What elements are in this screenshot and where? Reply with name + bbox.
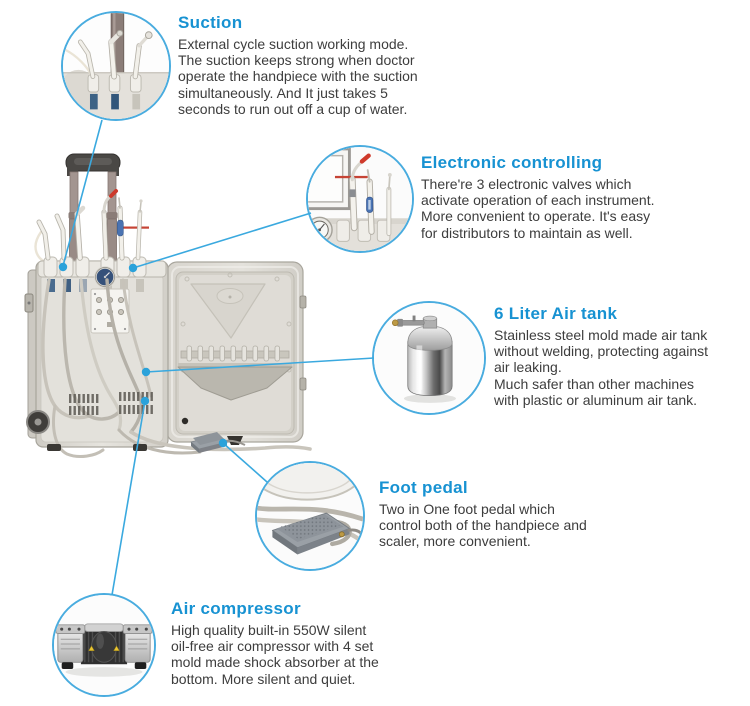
cylinder-heads — [55, 624, 153, 663]
air-tank-illustration — [374, 303, 484, 413]
air-compressor-callout: Air compressor High quality built-in 550… — [171, 599, 456, 687]
electronic-controlling-callout: Electronic controlling There're 3 electr… — [421, 153, 721, 241]
foot-pedal-title: Foot pedal — [379, 478, 468, 497]
pressure-gauge — [94, 266, 116, 288]
foot-pedal-illustration — [257, 463, 363, 569]
pedal-body — [271, 512, 363, 555]
air-tank-title: 6 Liter Air tank — [494, 304, 618, 323]
open-lid — [166, 261, 307, 445]
electronic-controlling-body: There're 3 electronic valves which activ… — [421, 176, 655, 241]
hose-holder-clips — [186, 345, 280, 362]
foot-pedal-body: Two in One foot pedal which control both… — [379, 501, 587, 550]
foot-pedal-photo-circle — [255, 461, 365, 571]
suction-closeup-illustration — [63, 13, 169, 119]
handpieces — [36, 189, 149, 261]
trolley-handle — [65, 153, 121, 266]
suction-title: Suction — [178, 13, 243, 32]
air-tank-photo-circle — [372, 301, 486, 415]
air-tank-callout: 6 Liter Air tank Stainless steel mold ma… — [494, 304, 744, 408]
air-tank-body: Stainless steel mold made air tank witho… — [494, 327, 709, 408]
air-compressor-illustration — [54, 595, 154, 695]
suction-photo-circle — [61, 11, 171, 121]
tank-valve — [391, 315, 425, 327]
foot-pedal-callout: Foot pedal Two in One foot pedal which c… — [379, 478, 639, 550]
warning-labels — [88, 645, 120, 652]
air-compressor-body: High quality built-in 550W silent oil-fr… — [171, 622, 379, 687]
wheel — [26, 410, 50, 434]
electronic-controlling-title: Electronic controlling — [421, 153, 603, 172]
suction-body: External cycle suction working mode. The… — [178, 36, 418, 117]
portable-dental-unit-photo — [24, 153, 312, 459]
electronic-valves-closeup-illustration — [308, 147, 412, 251]
air-compressor-title: Air compressor — [171, 599, 301, 618]
suction-callout: Suction External cycle suction working m… — [178, 13, 453, 117]
electronic-controlling-photo-circle — [306, 145, 414, 253]
air-compressor-photo-circle — [52, 593, 156, 697]
